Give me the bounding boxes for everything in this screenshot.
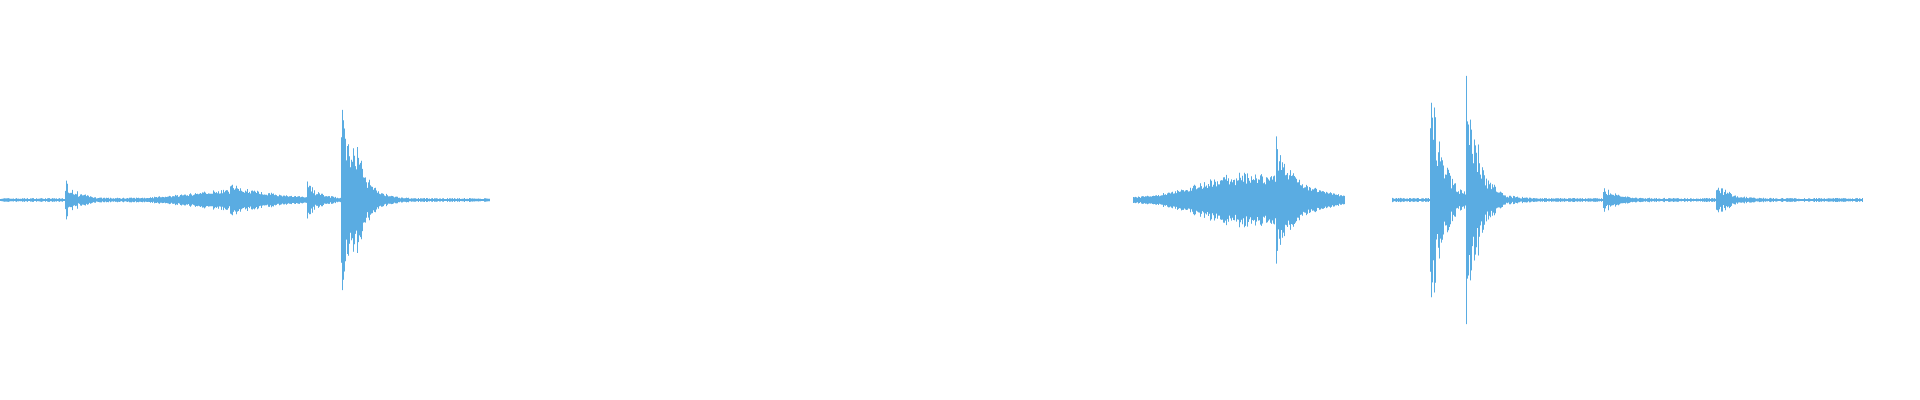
waveform-bars: [0, 75, 1863, 325]
